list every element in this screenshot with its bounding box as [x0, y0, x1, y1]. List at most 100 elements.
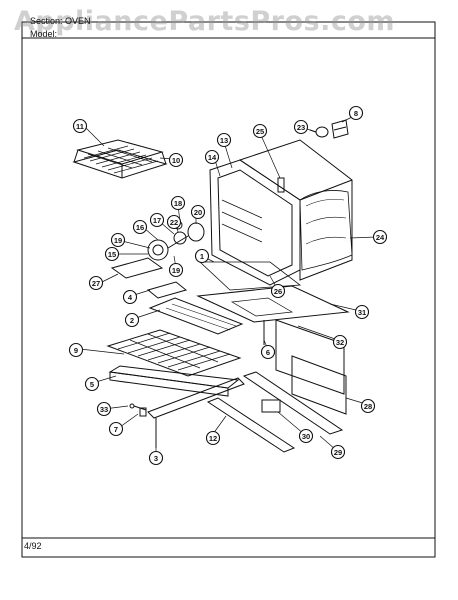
- callout-number: 19: [172, 266, 180, 275]
- callout-circle: [108, 421, 124, 437]
- callout-28: 28: [360, 398, 376, 414]
- callout-number: 31: [358, 308, 366, 317]
- callout-circle: [84, 376, 100, 392]
- callout-number: 33: [100, 405, 108, 414]
- callout-30: 30: [298, 428, 314, 444]
- callout-number: 32: [336, 338, 344, 347]
- callout-18: 18: [170, 195, 186, 211]
- callout-number: 26: [274, 287, 282, 296]
- callout-24: 24: [372, 229, 388, 245]
- callout-15: 15: [104, 246, 120, 262]
- callout-32: 32: [332, 334, 348, 350]
- callout-circle: [270, 283, 286, 299]
- callout-circle: [168, 152, 184, 168]
- clip-part-33: [129, 403, 147, 411]
- rail-part-3: [147, 377, 245, 448]
- callout-14: 14: [204, 149, 220, 165]
- callout-27: 27: [88, 275, 104, 291]
- callout-number: 27: [92, 279, 100, 288]
- section-label: Section: OVEN: [30, 16, 91, 26]
- callout-circle: [293, 119, 309, 135]
- callout-number: 8: [354, 109, 358, 118]
- callout-number: 13: [220, 136, 228, 145]
- callout-31: 31: [354, 304, 370, 320]
- side-panel-part-32: [275, 319, 345, 395]
- callout-4: 4: [122, 289, 138, 305]
- callout-circle: [96, 401, 112, 417]
- bracket-part-25: [277, 177, 285, 193]
- footer-date: 4/92: [24, 541, 42, 551]
- callout-9: 9: [68, 342, 84, 358]
- callout-number: 29: [334, 448, 342, 457]
- callout-number: 10: [172, 156, 180, 165]
- vent-strip-part-2: [148, 297, 244, 335]
- callout-circle: [166, 214, 182, 230]
- callout-circle: [252, 123, 268, 139]
- callout-number: 22: [170, 218, 178, 227]
- callout-number: 4: [128, 293, 133, 302]
- callout-33: 33: [96, 401, 112, 417]
- callout-29: 29: [330, 444, 346, 460]
- callout-circle: [110, 232, 126, 248]
- plate-part-27: [110, 257, 164, 279]
- callout-circle: [260, 344, 276, 360]
- callout-number: 2: [130, 316, 134, 325]
- callout-number: 7: [114, 425, 118, 434]
- callout-circle: [149, 212, 165, 228]
- oven-liner-part-13: [198, 139, 353, 291]
- callout-circle: [88, 275, 104, 291]
- callout-circle: [168, 262, 184, 278]
- callout-number: 6: [266, 348, 270, 357]
- callout-circle: [348, 105, 364, 121]
- callout-circle: [204, 149, 220, 165]
- callout-number: 25: [256, 127, 264, 136]
- callout-circle: [298, 428, 314, 444]
- callout-circle: [332, 334, 348, 350]
- callout-number: 18: [174, 199, 182, 208]
- callout-10: 10: [168, 152, 184, 168]
- callout-number: 24: [376, 233, 385, 242]
- callout-circle: [205, 430, 221, 446]
- callout-2: 2: [124, 312, 140, 328]
- callout-number: 5: [90, 380, 94, 389]
- callout-11: 11: [72, 118, 88, 134]
- callout-19: 19: [168, 262, 184, 278]
- callout-19: 19: [110, 232, 126, 248]
- callout-17: 17: [149, 212, 165, 228]
- broil-rack-part-9: [106, 329, 242, 377]
- callout-circle: [372, 229, 388, 245]
- callout-13: 13: [216, 132, 232, 148]
- callout-circle: [190, 204, 206, 220]
- frame-bar-part-5: [108, 365, 240, 397]
- callout-circle: [72, 118, 88, 134]
- bracket-part-8: [331, 119, 349, 139]
- callout-circle: [122, 289, 138, 305]
- callout-12: 12: [205, 430, 221, 446]
- sensor-part-23: [309, 126, 329, 138]
- callout-number: 11: [76, 122, 84, 131]
- callout-number: 9: [74, 346, 78, 355]
- callout-number: 1: [200, 252, 204, 261]
- callout-number: 19: [114, 236, 122, 245]
- callout-number: 14: [208, 153, 217, 162]
- callout-23: 23: [293, 119, 309, 135]
- callout-7: 7: [108, 421, 124, 437]
- callout-circle: [68, 342, 84, 358]
- callout-number: 20: [194, 208, 202, 217]
- rail-part-12: [206, 397, 296, 453]
- callout-number: 3: [154, 454, 158, 463]
- callout-circle: [216, 132, 232, 148]
- callout-1: 1: [194, 248, 210, 264]
- model-label: Model:: [30, 29, 58, 39]
- callout-number: 17: [153, 216, 161, 225]
- callout-5: 5: [84, 376, 100, 392]
- callout-26: 26: [270, 283, 286, 299]
- callout-circle: [124, 312, 140, 328]
- callout-3: 3: [148, 450, 164, 466]
- bottom-panel-part-31: [196, 285, 350, 323]
- callout-circle: [360, 398, 376, 414]
- callout-22: 22: [166, 214, 182, 230]
- callout-number: 30: [302, 432, 310, 441]
- callout-circle: [148, 450, 164, 466]
